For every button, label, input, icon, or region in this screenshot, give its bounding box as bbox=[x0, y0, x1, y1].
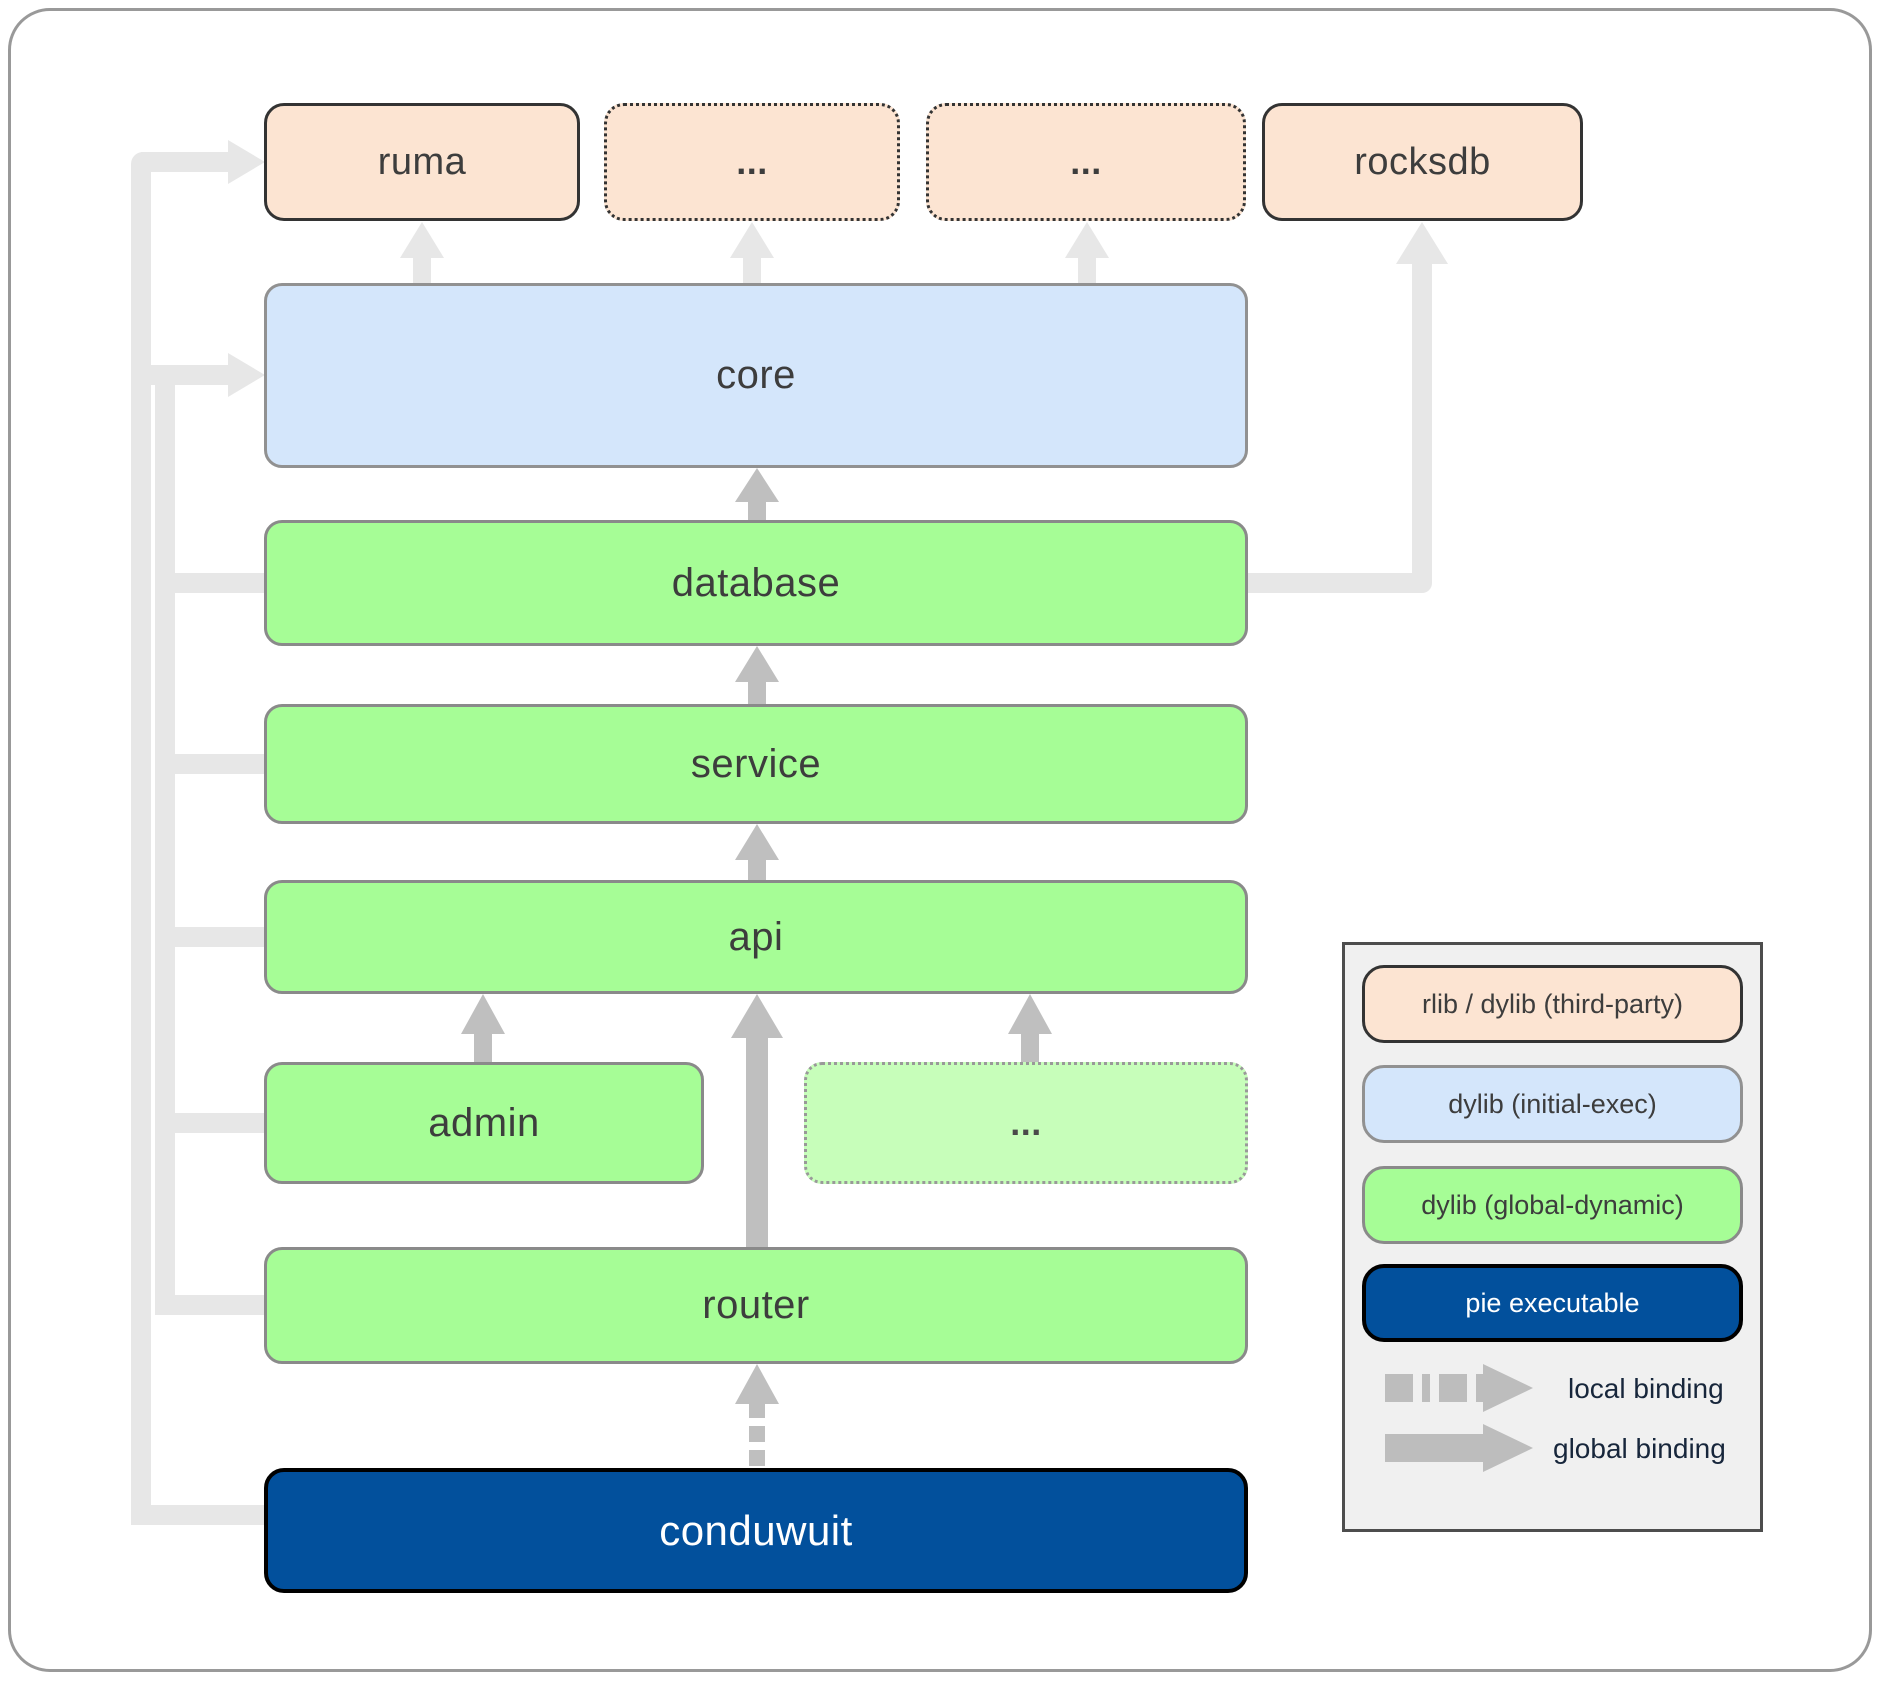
edge-api-service-shaft bbox=[748, 858, 766, 880]
edge-ellipsis-api-shaft bbox=[1021, 1032, 1039, 1062]
legend-item-global-dynamic-label: dylib (global-dynamic) bbox=[1421, 1189, 1684, 1220]
edge-service-database-arrowhead bbox=[735, 646, 779, 682]
node-router-label: router bbox=[702, 1283, 810, 1327]
local-binding-label: local binding bbox=[1568, 1373, 1724, 1404]
node-admin-label: admin bbox=[428, 1100, 540, 1145]
bus-vertical-secondary bbox=[155, 375, 175, 1315]
legend-item-third-party-label: rlib / dylib (third-party) bbox=[1421, 988, 1684, 1019]
edge-database-rocksdb-vertical bbox=[1412, 260, 1432, 593]
bus-stub-ruma bbox=[141, 152, 230, 172]
node-conduwuit-label: conduwuit bbox=[659, 1506, 853, 1554]
node-ellipsis-mid: ... bbox=[804, 1062, 1248, 1184]
edge-router-api-shaft bbox=[746, 1036, 768, 1247]
edge-admin-api-arrowhead bbox=[461, 994, 505, 1034]
node-ellipsis-top-1-label: ... bbox=[736, 141, 768, 182]
node-core-label: core bbox=[716, 353, 796, 397]
edge-database-rocksdb-horizontal bbox=[1245, 573, 1414, 593]
bus-stub-api bbox=[155, 927, 270, 947]
legend-item-initial-exec-label: dylib (initial-exec) bbox=[1448, 1088, 1657, 1119]
node-service-label: service bbox=[690, 741, 822, 786]
edge-core-ruma-shaft bbox=[413, 256, 431, 283]
legend: rlib / dylib (third-party) dylib (initia… bbox=[1342, 942, 1763, 1532]
bus-stub-database bbox=[155, 573, 270, 593]
legend-item-pie-executable-label: pie executable bbox=[1465, 1287, 1640, 1318]
node-admin: admin bbox=[264, 1062, 704, 1184]
node-ellipsis-mid-label: ... bbox=[1010, 1102, 1042, 1143]
local-binding-arrow-icon bbox=[1385, 1364, 1533, 1412]
edge-conduwuit-router-shaft bbox=[749, 1402, 765, 1468]
bus-stub-service bbox=[155, 754, 270, 774]
edge-core-ellipsis2-shaft bbox=[1078, 256, 1096, 283]
edge-router-api-arrowhead bbox=[731, 994, 783, 1038]
node-ruma: ruma bbox=[264, 103, 580, 221]
global-binding-arrow-icon bbox=[1385, 1424, 1533, 1472]
edge-ellipsis-api-arrowhead bbox=[1008, 994, 1052, 1034]
node-rocksdb-label: rocksdb bbox=[1354, 140, 1491, 183]
node-router: router bbox=[264, 1247, 1248, 1364]
legend-item-initial-exec: dylib (initial-exec) bbox=[1362, 1065, 1743, 1143]
node-ellipsis-top-1: ... bbox=[604, 103, 900, 221]
node-api-label: api bbox=[728, 914, 784, 959]
edge-database-rocksdb-arrowhead bbox=[1396, 222, 1448, 264]
edge-database-core-shaft bbox=[748, 500, 766, 520]
edge-service-database-shaft bbox=[748, 680, 766, 704]
bus-arrowhead-ruma bbox=[228, 140, 265, 184]
edge-core-ruma-arrowhead bbox=[400, 222, 444, 258]
bus-vertical-main bbox=[131, 152, 151, 1525]
bus-bottom-to-conduwuit bbox=[131, 1505, 270, 1525]
node-core: core bbox=[264, 283, 1248, 468]
bus-arrowhead-core bbox=[228, 353, 265, 397]
node-ruma-label: ruma bbox=[377, 140, 467, 183]
node-ellipsis-top-2-label: ... bbox=[1070, 141, 1102, 182]
node-ellipsis-top-2: ... bbox=[926, 103, 1246, 221]
bus-stub-router bbox=[155, 1295, 270, 1315]
edge-core-ellipsis2-arrowhead bbox=[1065, 222, 1109, 258]
edge-database-core-arrowhead bbox=[735, 468, 779, 502]
edge-conduwuit-router-arrowhead bbox=[735, 1364, 779, 1404]
legend-item-third-party: rlib / dylib (third-party) bbox=[1362, 965, 1743, 1043]
node-rocksdb: rocksdb bbox=[1262, 103, 1583, 221]
node-service: service bbox=[264, 704, 1248, 824]
edge-api-service-arrowhead bbox=[735, 824, 779, 860]
edge-core-ellipsis1-arrowhead bbox=[730, 222, 774, 258]
edge-admin-api-shaft bbox=[474, 1032, 492, 1062]
node-database: database bbox=[264, 520, 1248, 646]
global-binding-label: global binding bbox=[1553, 1433, 1726, 1464]
legend-item-global-dynamic: dylib (global-dynamic) bbox=[1362, 1166, 1743, 1244]
bus-stub-admin bbox=[155, 1113, 270, 1133]
node-api: api bbox=[264, 880, 1248, 994]
node-conduwuit: conduwuit bbox=[264, 1468, 1248, 1593]
node-database-label: database bbox=[671, 560, 841, 605]
legend-item-pie-executable: pie executable bbox=[1362, 1264, 1743, 1342]
edge-core-ellipsis1-shaft bbox=[743, 256, 761, 283]
